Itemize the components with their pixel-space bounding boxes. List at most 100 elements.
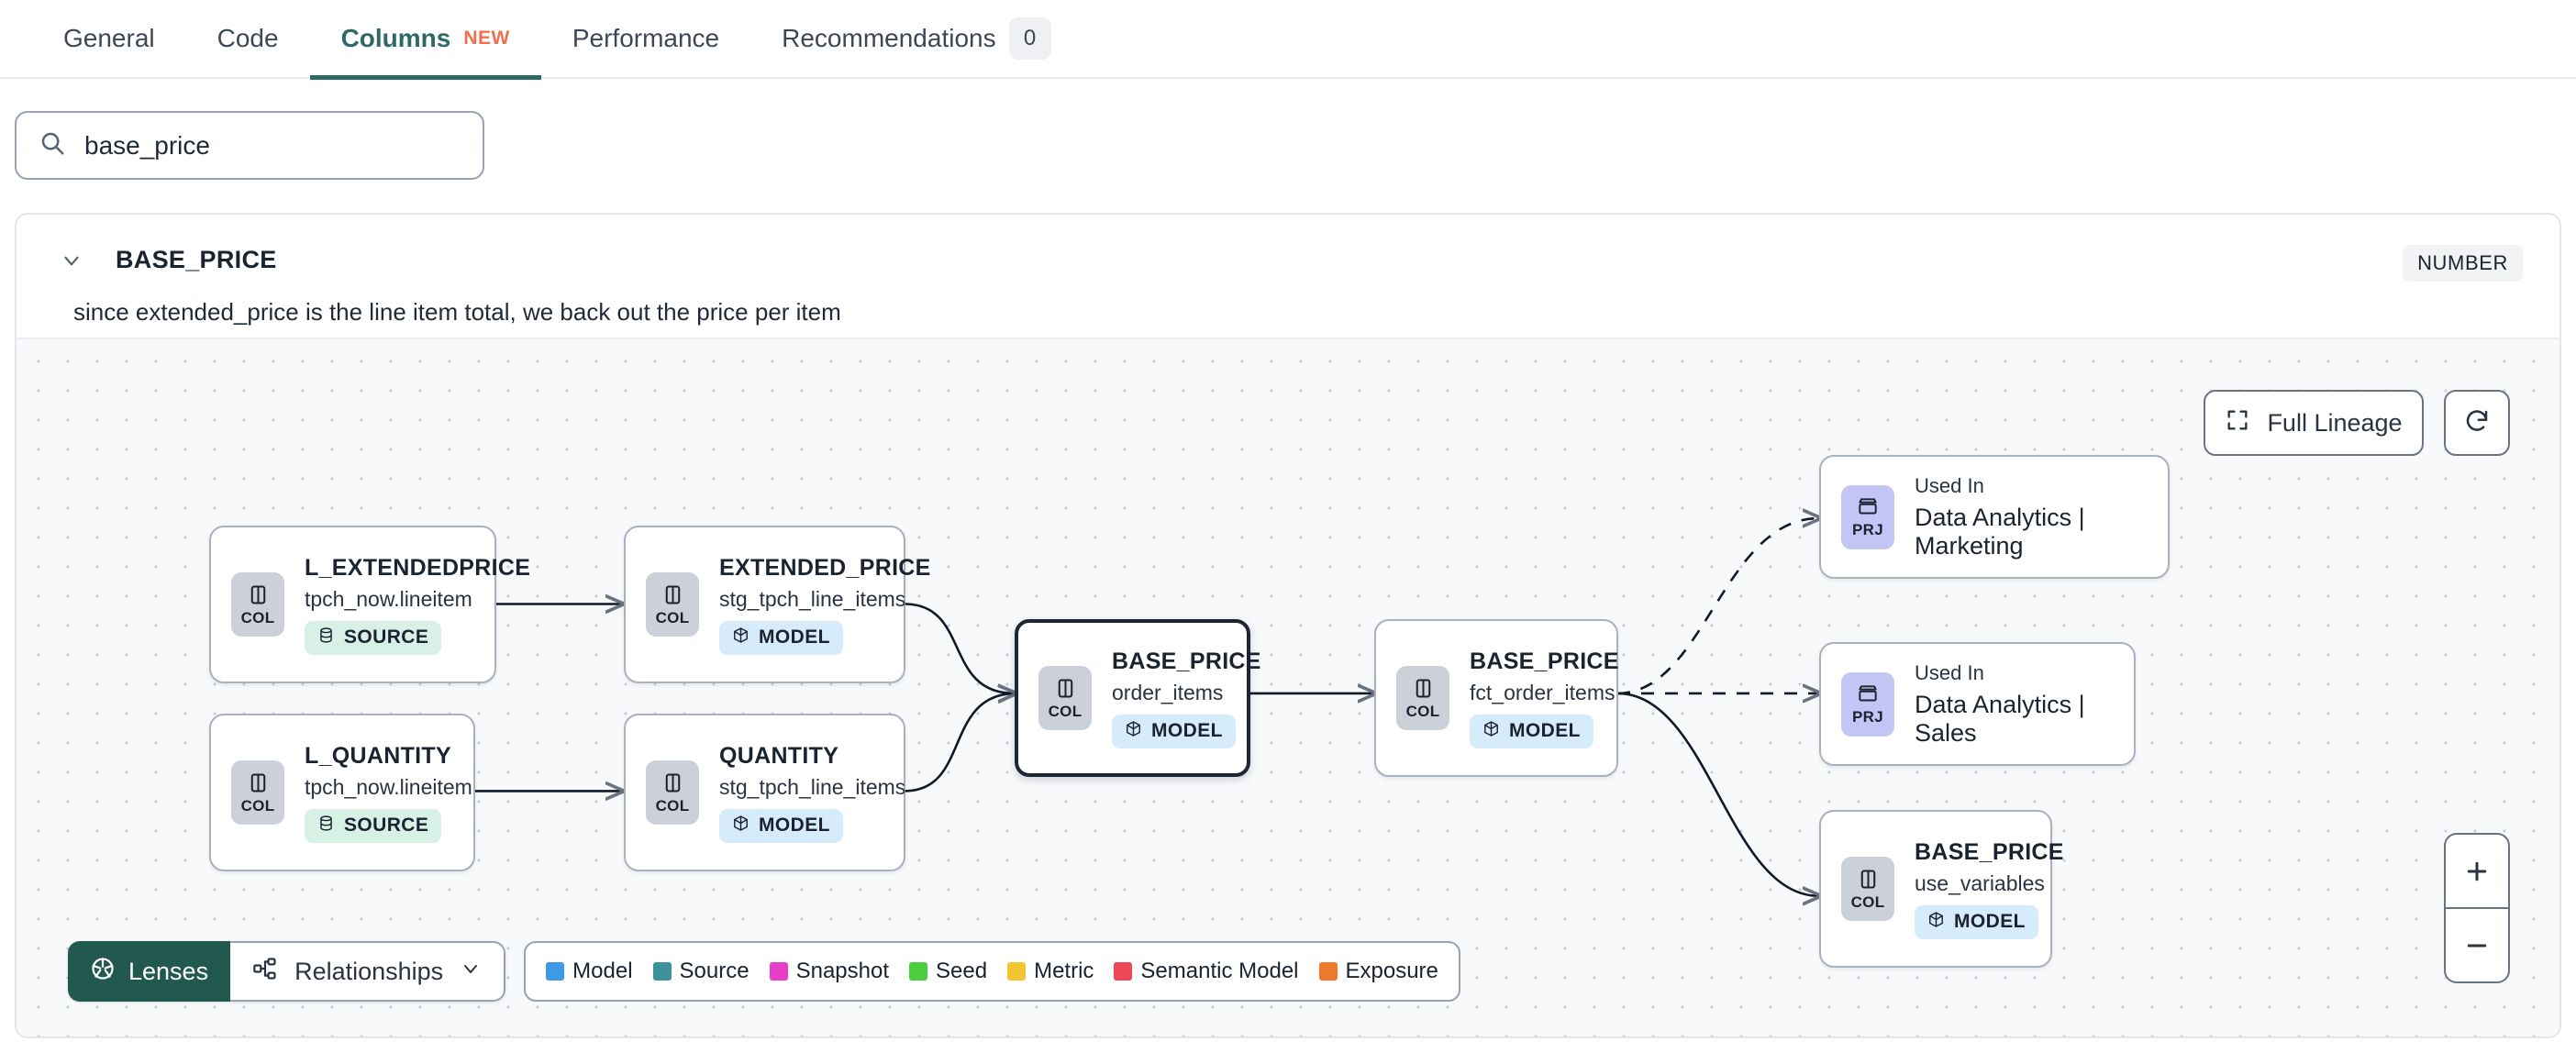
page-title: BASE_PRICE <box>116 246 277 273</box>
node-subtitle: stg_tpch_line_items <box>719 774 906 799</box>
lenses-label: Lenses <box>128 957 209 985</box>
col-icon-label: COL <box>1405 702 1440 720</box>
graph-bottom-bar: Lenses Relationships <box>68 941 1460 1002</box>
tab-general[interactable]: General <box>32 0 186 78</box>
lineage-node-project-marketing[interactable]: PRJ Used In Data Analytics | Marketing <box>1819 455 2170 579</box>
chevron-down-icon[interactable] <box>53 249 90 272</box>
tab-columns[interactable]: Columns NEW <box>309 0 542 80</box>
tab-bar: General Code Columns NEW Performance Rec… <box>0 0 2576 80</box>
lenses-group: Lenses Relationships <box>68 941 506 1002</box>
col-icon: COL <box>646 572 699 637</box>
node-title: Used In <box>1915 473 1984 497</box>
node-subtitle: Data Analytics | Sales <box>1915 690 2085 747</box>
legend-item-snapshot: Snapshot <box>769 959 890 984</box>
lenses-button[interactable]: Lenses <box>68 941 231 1002</box>
node-type-chip: MODEL <box>1112 714 1236 748</box>
legend-swatch <box>546 962 565 981</box>
cube-icon <box>1482 720 1500 743</box>
node-title: L_EXTENDEDPRICE <box>305 554 531 581</box>
lineage-node-quantity[interactable]: COL QUANTITY stg_tpch_line_items MODEL <box>624 714 905 871</box>
node-title: QUANTITY <box>719 742 839 769</box>
legend-item-metric: Metric <box>1007 959 1094 984</box>
legend-item-source: Source <box>652 959 749 984</box>
col-icon: COL <box>231 760 284 825</box>
node-chip-label: MODEL <box>1954 911 2026 932</box>
legend-swatch <box>769 962 788 981</box>
legend-item-model: Model <box>546 959 633 984</box>
node-chip-label: MODEL <box>759 815 830 836</box>
col-icon: COL <box>1038 666 1092 730</box>
search-input[interactable] <box>84 130 461 161</box>
lineage-graph-canvas[interactable]: COL L_EXTENDEDPRICE tpch_now.lineitem SO… <box>17 338 2559 1036</box>
col-icon-label: COL <box>655 608 690 626</box>
node-title: BASE_PRICE <box>1915 838 2064 865</box>
column-description: since extended_price is the line item to… <box>73 298 841 326</box>
col-icon-label: COL <box>240 796 275 815</box>
lineage-node-l-quantity[interactable]: COL L_QUANTITY tpch_now.lineitem SOURCE <box>209 714 475 871</box>
tab-code[interactable]: Code <box>186 0 310 78</box>
tab-code-label: Code <box>217 24 279 52</box>
lineage-node-base-price-fct-order-items[interactable]: COL BASE_PRICE fct_order_items MODEL <box>1374 619 1618 777</box>
cube-icon <box>1125 720 1142 743</box>
refresh-button[interactable] <box>2444 390 2510 456</box>
legend-label: Model <box>572 959 633 983</box>
node-type-chip: SOURCE <box>305 620 442 655</box>
col-icon-label: COL <box>655 796 690 815</box>
lineage-node-base-price-order-items[interactable]: COL BASE_PRICE order_items MODEL <box>1015 619 1260 777</box>
legend-label: Semantic Model <box>1140 959 1299 983</box>
tab-performance-label: Performance <box>572 24 720 52</box>
node-subtitle: stg_tpch_line_items <box>719 586 906 611</box>
legend-label: Snapshot <box>795 959 890 983</box>
node-title: BASE_PRICE <box>1112 648 1261 674</box>
node-title: EXTENDED_PRICE <box>719 554 931 581</box>
lineage-node-extended-price[interactable]: COL EXTENDED_PRICE stg_tpch_line_items M… <box>624 526 930 683</box>
node-chip-label: MODEL <box>1151 720 1223 741</box>
lineage-node-l-extendedprice[interactable]: COL L_EXTENDEDPRICE tpch_now.lineitem SO… <box>209 526 530 683</box>
legend-swatch <box>1114 962 1133 981</box>
node-title: L_QUANTITY <box>305 742 451 769</box>
legend-item-seed: Seed <box>909 959 987 984</box>
relationships-label: Relationships <box>294 957 444 985</box>
lineage-node-base-price-use-variables[interactable]: COL BASE_PRICE use_variables MODEL <box>1819 810 2063 968</box>
tab-columns-label: Columns <box>340 24 451 52</box>
lineage-node-project-sales[interactable]: PRJ Used In Data Analytics | Sales <box>1819 642 2136 766</box>
cube-icon <box>732 626 749 649</box>
tab-recommendations-label: Recommendations <box>782 24 996 52</box>
zoom-out-button[interactable] <box>2446 909 2508 981</box>
col-icon-label: COL <box>1048 702 1083 720</box>
full-lineage-button[interactable]: Full Lineage <box>2204 390 2424 456</box>
node-chip-label: MODEL <box>1509 720 1581 741</box>
col-icon: COL <box>231 572 284 637</box>
node-type-chip: SOURCE <box>305 808 442 843</box>
col-icon: COL <box>1841 857 1894 921</box>
legend-swatch <box>909 962 928 981</box>
node-type-chip: MODEL <box>1915 904 2038 939</box>
tab-recommendations-count: 0 <box>1008 17 1051 60</box>
graph-legend: Model Source Snapshot Seed Metric <box>524 941 1460 1002</box>
cube-icon <box>732 815 749 837</box>
search-box[interactable] <box>15 111 484 180</box>
cube-icon <box>1927 911 1945 934</box>
project-icon-label: PRJ <box>1852 520 1883 538</box>
hierarchy-icon <box>252 956 278 988</box>
legend-swatch <box>1318 962 1338 981</box>
expand-frame-icon <box>2225 407 2250 439</box>
tab-recommendations[interactable]: Recommendations 0 <box>750 0 1082 78</box>
legend-item-exposure: Exposure <box>1318 959 1438 984</box>
project-icon: PRJ <box>1841 484 1894 549</box>
node-subtitle: fct_order_items <box>1470 680 1616 704</box>
column-header: BASE_PRICE NUMBER since extended_price i… <box>17 215 2559 338</box>
legend-item-semantic-model: Semantic Model <box>1114 959 1299 984</box>
col-icon: COL <box>1396 666 1449 730</box>
zoom-in-button[interactable] <box>2446 835 2508 909</box>
database-icon <box>317 815 335 837</box>
relationships-dropdown[interactable]: Relationships <box>230 941 506 1002</box>
node-chip-label: MODEL <box>759 626 830 648</box>
column-type-badge: NUMBER <box>2403 245 2523 282</box>
tab-performance[interactable]: Performance <box>541 0 750 78</box>
search-icon <box>39 129 66 161</box>
node-subtitle: use_variables <box>1915 870 2045 895</box>
col-icon: COL <box>646 760 699 825</box>
legend-label: Metric <box>1034 959 1094 983</box>
search-bar <box>15 111 484 180</box>
